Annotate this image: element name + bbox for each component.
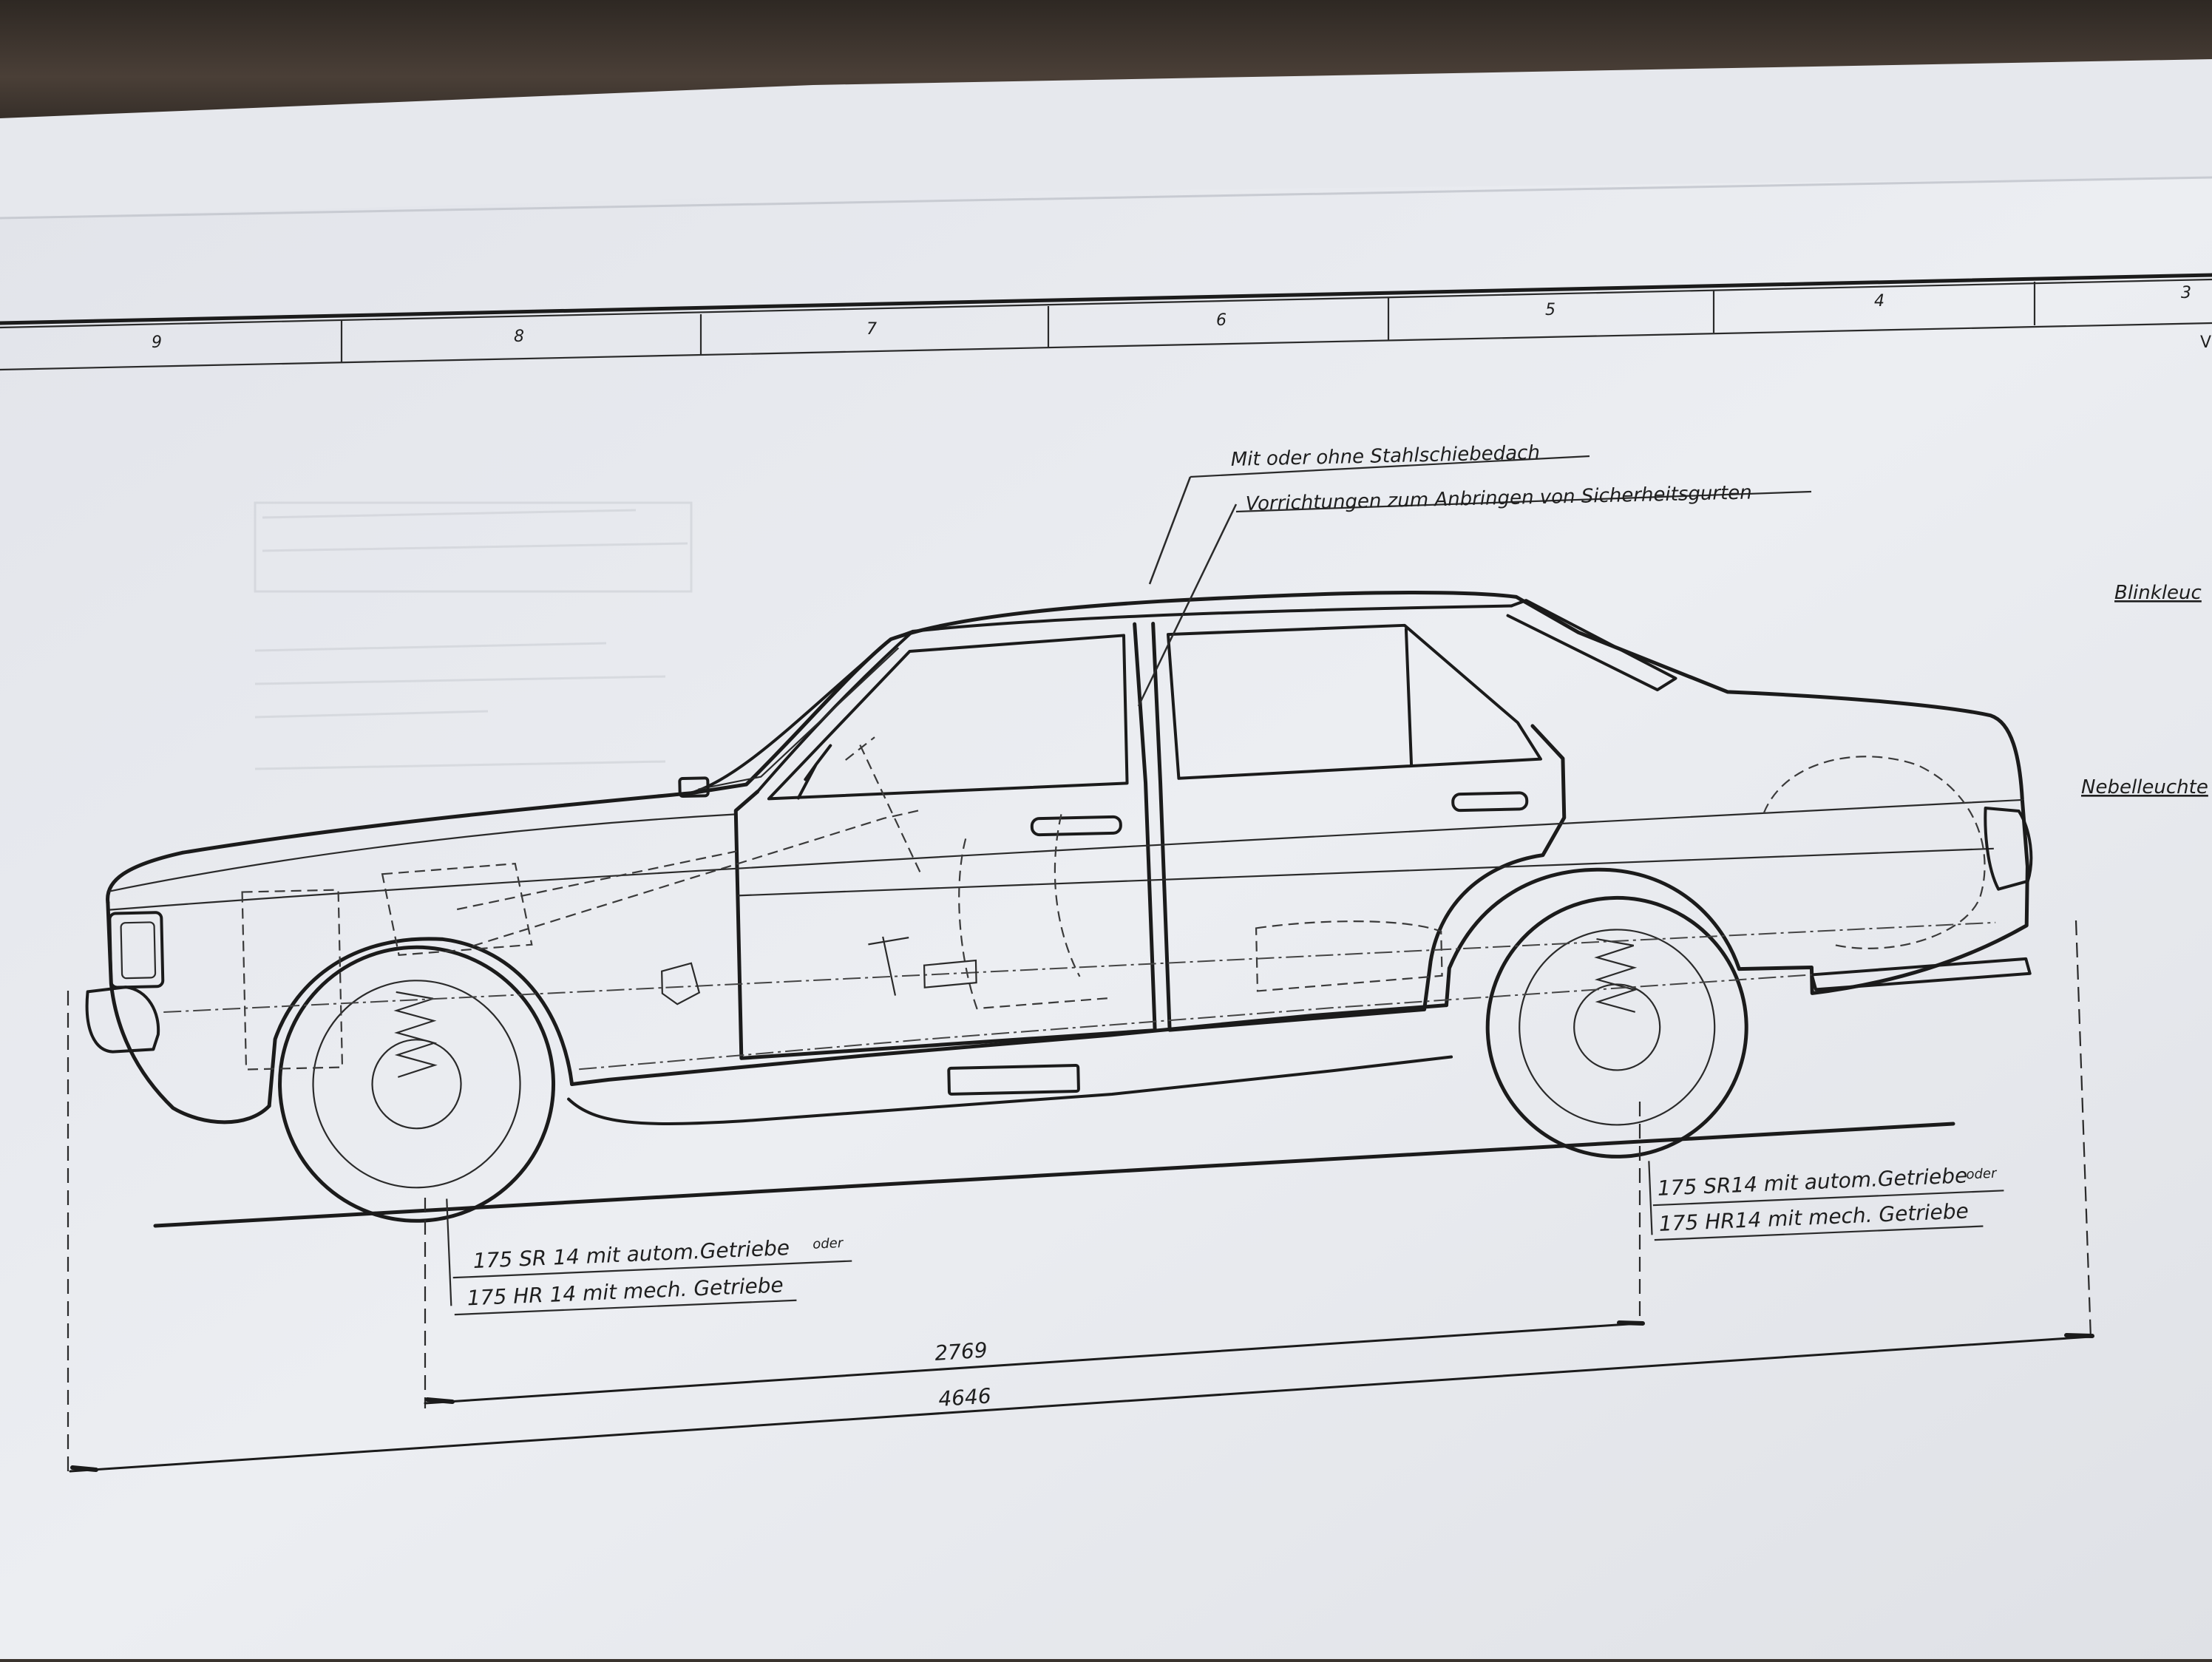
front-tire-note: 175 SR 14 mit autom.Getriebe oder 175 HR… (446, 1198, 852, 1316)
ground-line (153, 1122, 1955, 1228)
exhaust-silencer (947, 1064, 1080, 1096)
rear-tire-line2: 175 HR14 mit mech. Getriebe (1658, 1198, 1969, 1236)
grid-number-3: 3 (2181, 284, 2191, 302)
rear-bumper (1810, 957, 2032, 991)
front-nose (106, 900, 271, 1125)
show-through-text (254, 501, 693, 770)
side-mirror (796, 744, 832, 800)
rear-wheel (1485, 895, 1748, 1159)
rear-window (1506, 599, 1677, 692)
car-body-outline (106, 591, 2029, 995)
dimension-overall-length: 4646 (937, 1383, 991, 1411)
annotation-belts: Vorrichtungen zum Anbringen von Sicherhe… (1245, 481, 1752, 515)
rear-tire-oder: oder (1966, 1166, 1998, 1183)
car-side-elevation (85, 591, 2033, 1223)
grid-number-4: 4 (1874, 292, 1884, 311)
sill-lower (567, 1055, 1453, 1125)
front-bumper (85, 986, 160, 1054)
grid-number-9: 9 (152, 333, 162, 352)
rear-door-handle (1451, 791, 1529, 813)
grid-number-6: 6 (1216, 311, 1227, 330)
dimension-lines (67, 920, 2094, 1475)
windscreen (689, 629, 915, 795)
internal-components (163, 736, 1996, 1096)
front-door (733, 622, 1157, 1060)
roof-line (911, 604, 1513, 633)
annotation-turn-signal: Blinkleuc (2114, 582, 2202, 604)
rear-tire-line1: 175 SR14 mit autom.Getriebe (1657, 1163, 1968, 1201)
front-wheel-arch (267, 937, 574, 1108)
sill-line (570, 1003, 1448, 1087)
annotation-leaders (1137, 455, 1812, 707)
edge-mark: V (2200, 333, 2211, 352)
front-door-handle (1030, 815, 1122, 837)
rear-wheel-arch (1444, 867, 1741, 1008)
annotation-fog-light: Nebelleuchte (2081, 776, 2208, 798)
grid-number-5: 5 (1545, 301, 1555, 319)
rear-door (1151, 622, 1567, 1032)
rear-lamp (1984, 807, 2033, 891)
dimension-wheelbase: 2769 (934, 1337, 988, 1366)
front-tire-line2: 175 HR 14 mit mech. Getriebe (467, 1272, 784, 1310)
front-tire-line1: 175 SR 14 mit autom.Getriebe (472, 1235, 790, 1273)
grid-number-8: 8 (514, 328, 524, 346)
wiper (678, 776, 710, 798)
front-wheel (278, 945, 556, 1223)
headlamp (108, 911, 165, 989)
sheet-grid-strip: 9 8 7 6 5 4 3 V (0, 273, 2212, 371)
rear-tire-note: 175 SR14 mit autom.Getriebe oder 175 HR1… (1648, 1161, 2004, 1241)
front-tire-oder: oder (812, 1235, 844, 1252)
grid-number-7: 7 (866, 320, 877, 339)
annotation-roof: Mit oder ohne Stahlschiebedach (1230, 442, 1540, 471)
